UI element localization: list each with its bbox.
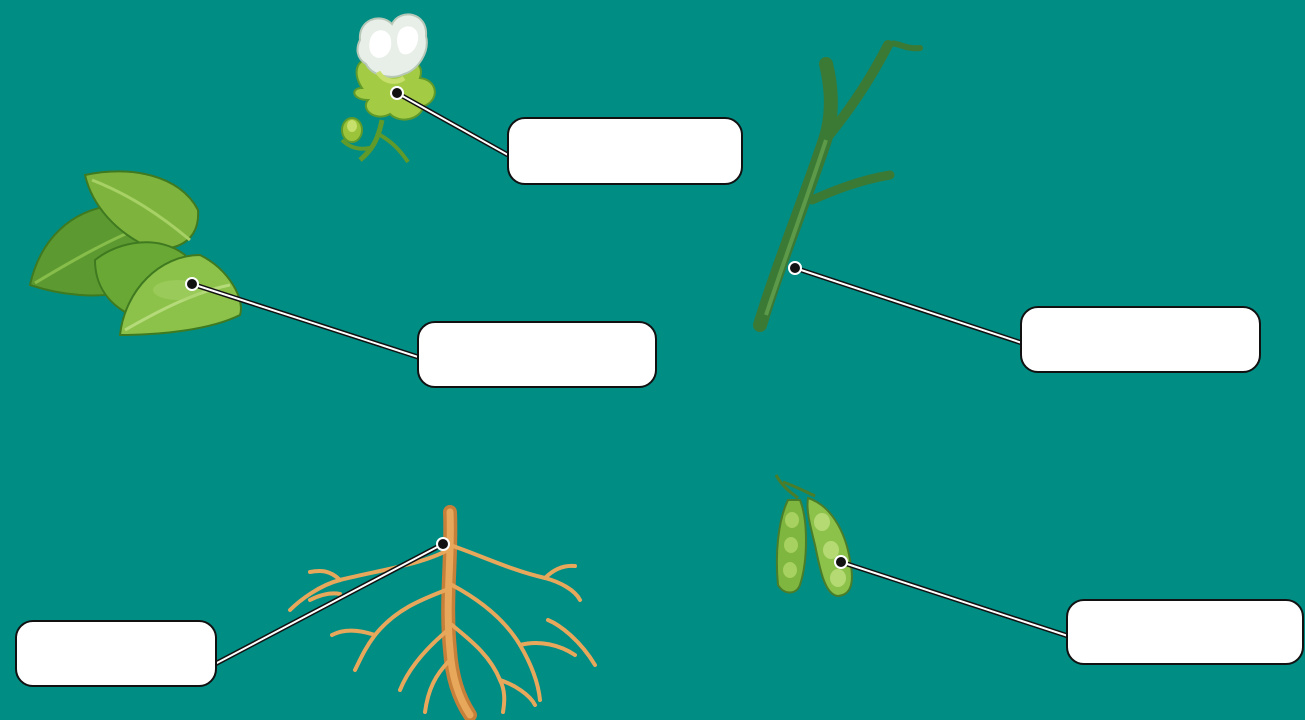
- leader-line-root: [215, 538, 449, 664]
- anchor-dot: [391, 87, 403, 99]
- anchor-dot: [789, 262, 801, 274]
- pea-pod-icon: [776, 475, 852, 596]
- label-box-stem[interactable]: [1020, 306, 1261, 373]
- label-box-flower[interactable]: [507, 117, 743, 185]
- anchor-dot: [437, 538, 449, 550]
- flower-icon: [342, 14, 435, 162]
- label-box-fruit[interactable]: [1066, 599, 1304, 665]
- leaf-icon: [30, 171, 241, 335]
- leader-line-flower: [391, 87, 508, 155]
- label-box-root[interactable]: [15, 620, 217, 687]
- anchor-dot: [835, 556, 847, 568]
- leader-line-stem: [789, 262, 1022, 343]
- leader-line-fruit: [835, 556, 1068, 636]
- anchor-dot: [186, 278, 198, 290]
- label-box-leaf[interactable]: [417, 321, 657, 388]
